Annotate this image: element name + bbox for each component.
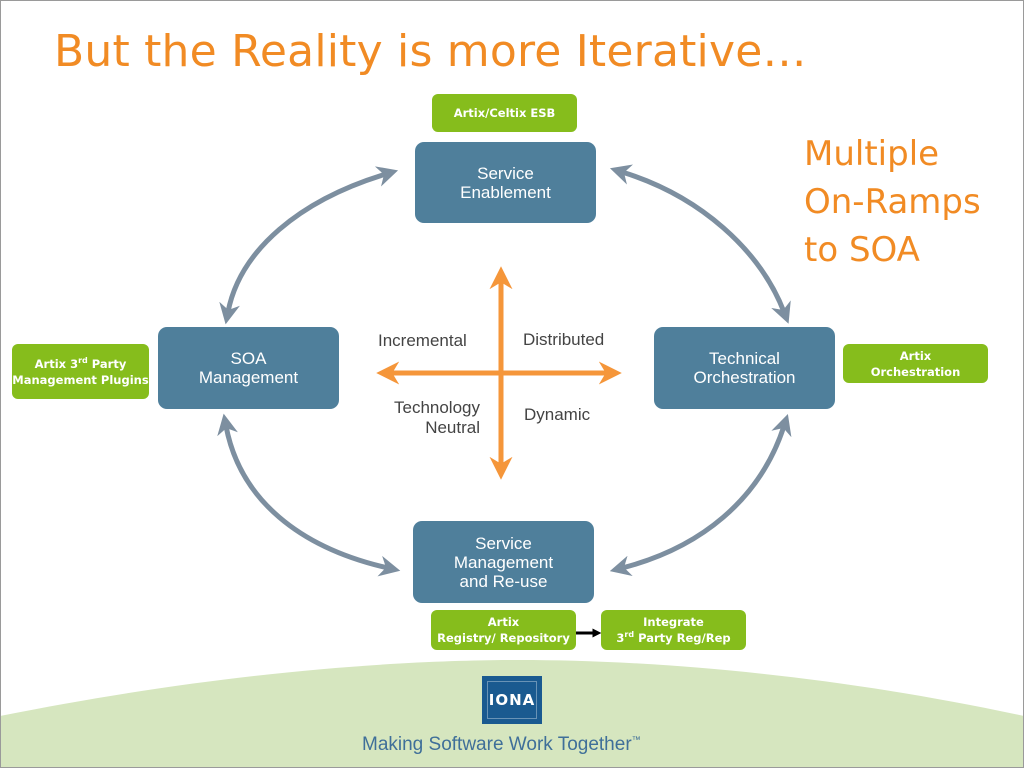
axis-label-neutral: Neutral bbox=[425, 418, 480, 437]
axis-label-distributed: Distributed bbox=[523, 330, 605, 349]
node-soa-management-line-1: SOA bbox=[230, 349, 267, 368]
footer-tagline: Making Software Work Together™ bbox=[362, 734, 641, 756]
node-service-enablement: Service Enablement bbox=[415, 142, 596, 223]
callout-line-2: On-Ramps bbox=[804, 182, 981, 222]
callout-text: Multiple On-Ramps to SOA bbox=[804, 130, 981, 274]
tag-integrate-line-1: Integrate bbox=[643, 615, 704, 629]
tag-artix-celtix-esb: Artix/Celtix ESB bbox=[432, 94, 577, 132]
node-soa-management-line-2: Management bbox=[198, 368, 299, 387]
axis-label-dynamic: Dynamic bbox=[524, 405, 591, 424]
tag-artix-registry: Artix Registry/ Repository bbox=[431, 610, 576, 650]
tag-artix-registry-line-1: Artix bbox=[487, 615, 520, 629]
tag-artix-orchestration: Artix Orchestration bbox=[843, 344, 988, 383]
axis-label-technology: Technology bbox=[393, 398, 480, 417]
footer-trademark: ™ bbox=[631, 734, 641, 745]
axis-label-technology-neutral: Technology Neutral bbox=[380, 398, 480, 438]
tag-management-plugins-pre: Artix 3 bbox=[34, 356, 79, 371]
iona-logo-text: IONA bbox=[488, 691, 536, 709]
axis-label-incremental: Incremental bbox=[378, 331, 467, 350]
node-service-management: Service Management and Re-use bbox=[413, 521, 594, 603]
callout-line-3: to SOA bbox=[804, 230, 920, 270]
tag-artix-orchestration-line-2: Orchestration bbox=[870, 364, 961, 379]
iona-logo: IONA bbox=[482, 676, 542, 724]
tag-integrate-line-2: 3rd Party Reg/Rep bbox=[616, 630, 730, 646]
tag-artix-celtix-esb-label: Artix/Celtix ESB bbox=[453, 106, 556, 120]
tag-artix-orchestration-line-1: Artix bbox=[899, 348, 932, 363]
slide-title: But the Reality is more Iterative… bbox=[54, 26, 807, 77]
node-service-enablement-line-1: Service bbox=[477, 163, 534, 183]
node-service-enablement-line-2: Enablement bbox=[460, 182, 551, 202]
node-technical-orchestration: Technical Orchestration bbox=[654, 327, 835, 409]
arrow-enablement-to-soa-management bbox=[219, 166, 399, 325]
tag-management-plugins-post: Party bbox=[87, 356, 127, 371]
tag-management-plugins-sup: rd bbox=[78, 355, 88, 365]
tag-management-plugins: Artix 3rd Party Management Plugins bbox=[12, 344, 149, 399]
tag-integrate-sup: rd bbox=[624, 630, 635, 640]
node-soa-management: SOA Management bbox=[158, 327, 339, 409]
tag-management-plugins-line-1: Artix 3rd Party bbox=[35, 356, 127, 372]
tag-integrate-pre: 3 bbox=[616, 631, 625, 645]
node-technical-orchestration-line-1: Technical bbox=[709, 349, 780, 368]
node-service-management-line-1: Service bbox=[475, 533, 532, 553]
node-service-management-line-2: Management bbox=[453, 552, 554, 572]
tag-integrate-third-party: Integrate 3rd Party Reg/Rep bbox=[601, 610, 746, 650]
tag-artix-registry-line-2: Registry/ Repository bbox=[437, 631, 570, 645]
arrow-soa-management-to-service-management bbox=[217, 413, 401, 577]
arrow-enablement-to-orchestration bbox=[609, 164, 791, 324]
tag-management-plugins-line-2: Management Plugins bbox=[12, 372, 149, 387]
footer-tagline-text: Making Software Work Together bbox=[362, 734, 632, 755]
node-service-management-line-3: and Re-use bbox=[459, 571, 548, 591]
tag-integrate-post: Party Reg/Rep bbox=[634, 631, 731, 645]
arrow-orchestration-to-service-management bbox=[609, 414, 792, 577]
callout-line-1: Multiple bbox=[804, 134, 940, 174]
node-technical-orchestration-line-2: Orchestration bbox=[693, 368, 796, 387]
